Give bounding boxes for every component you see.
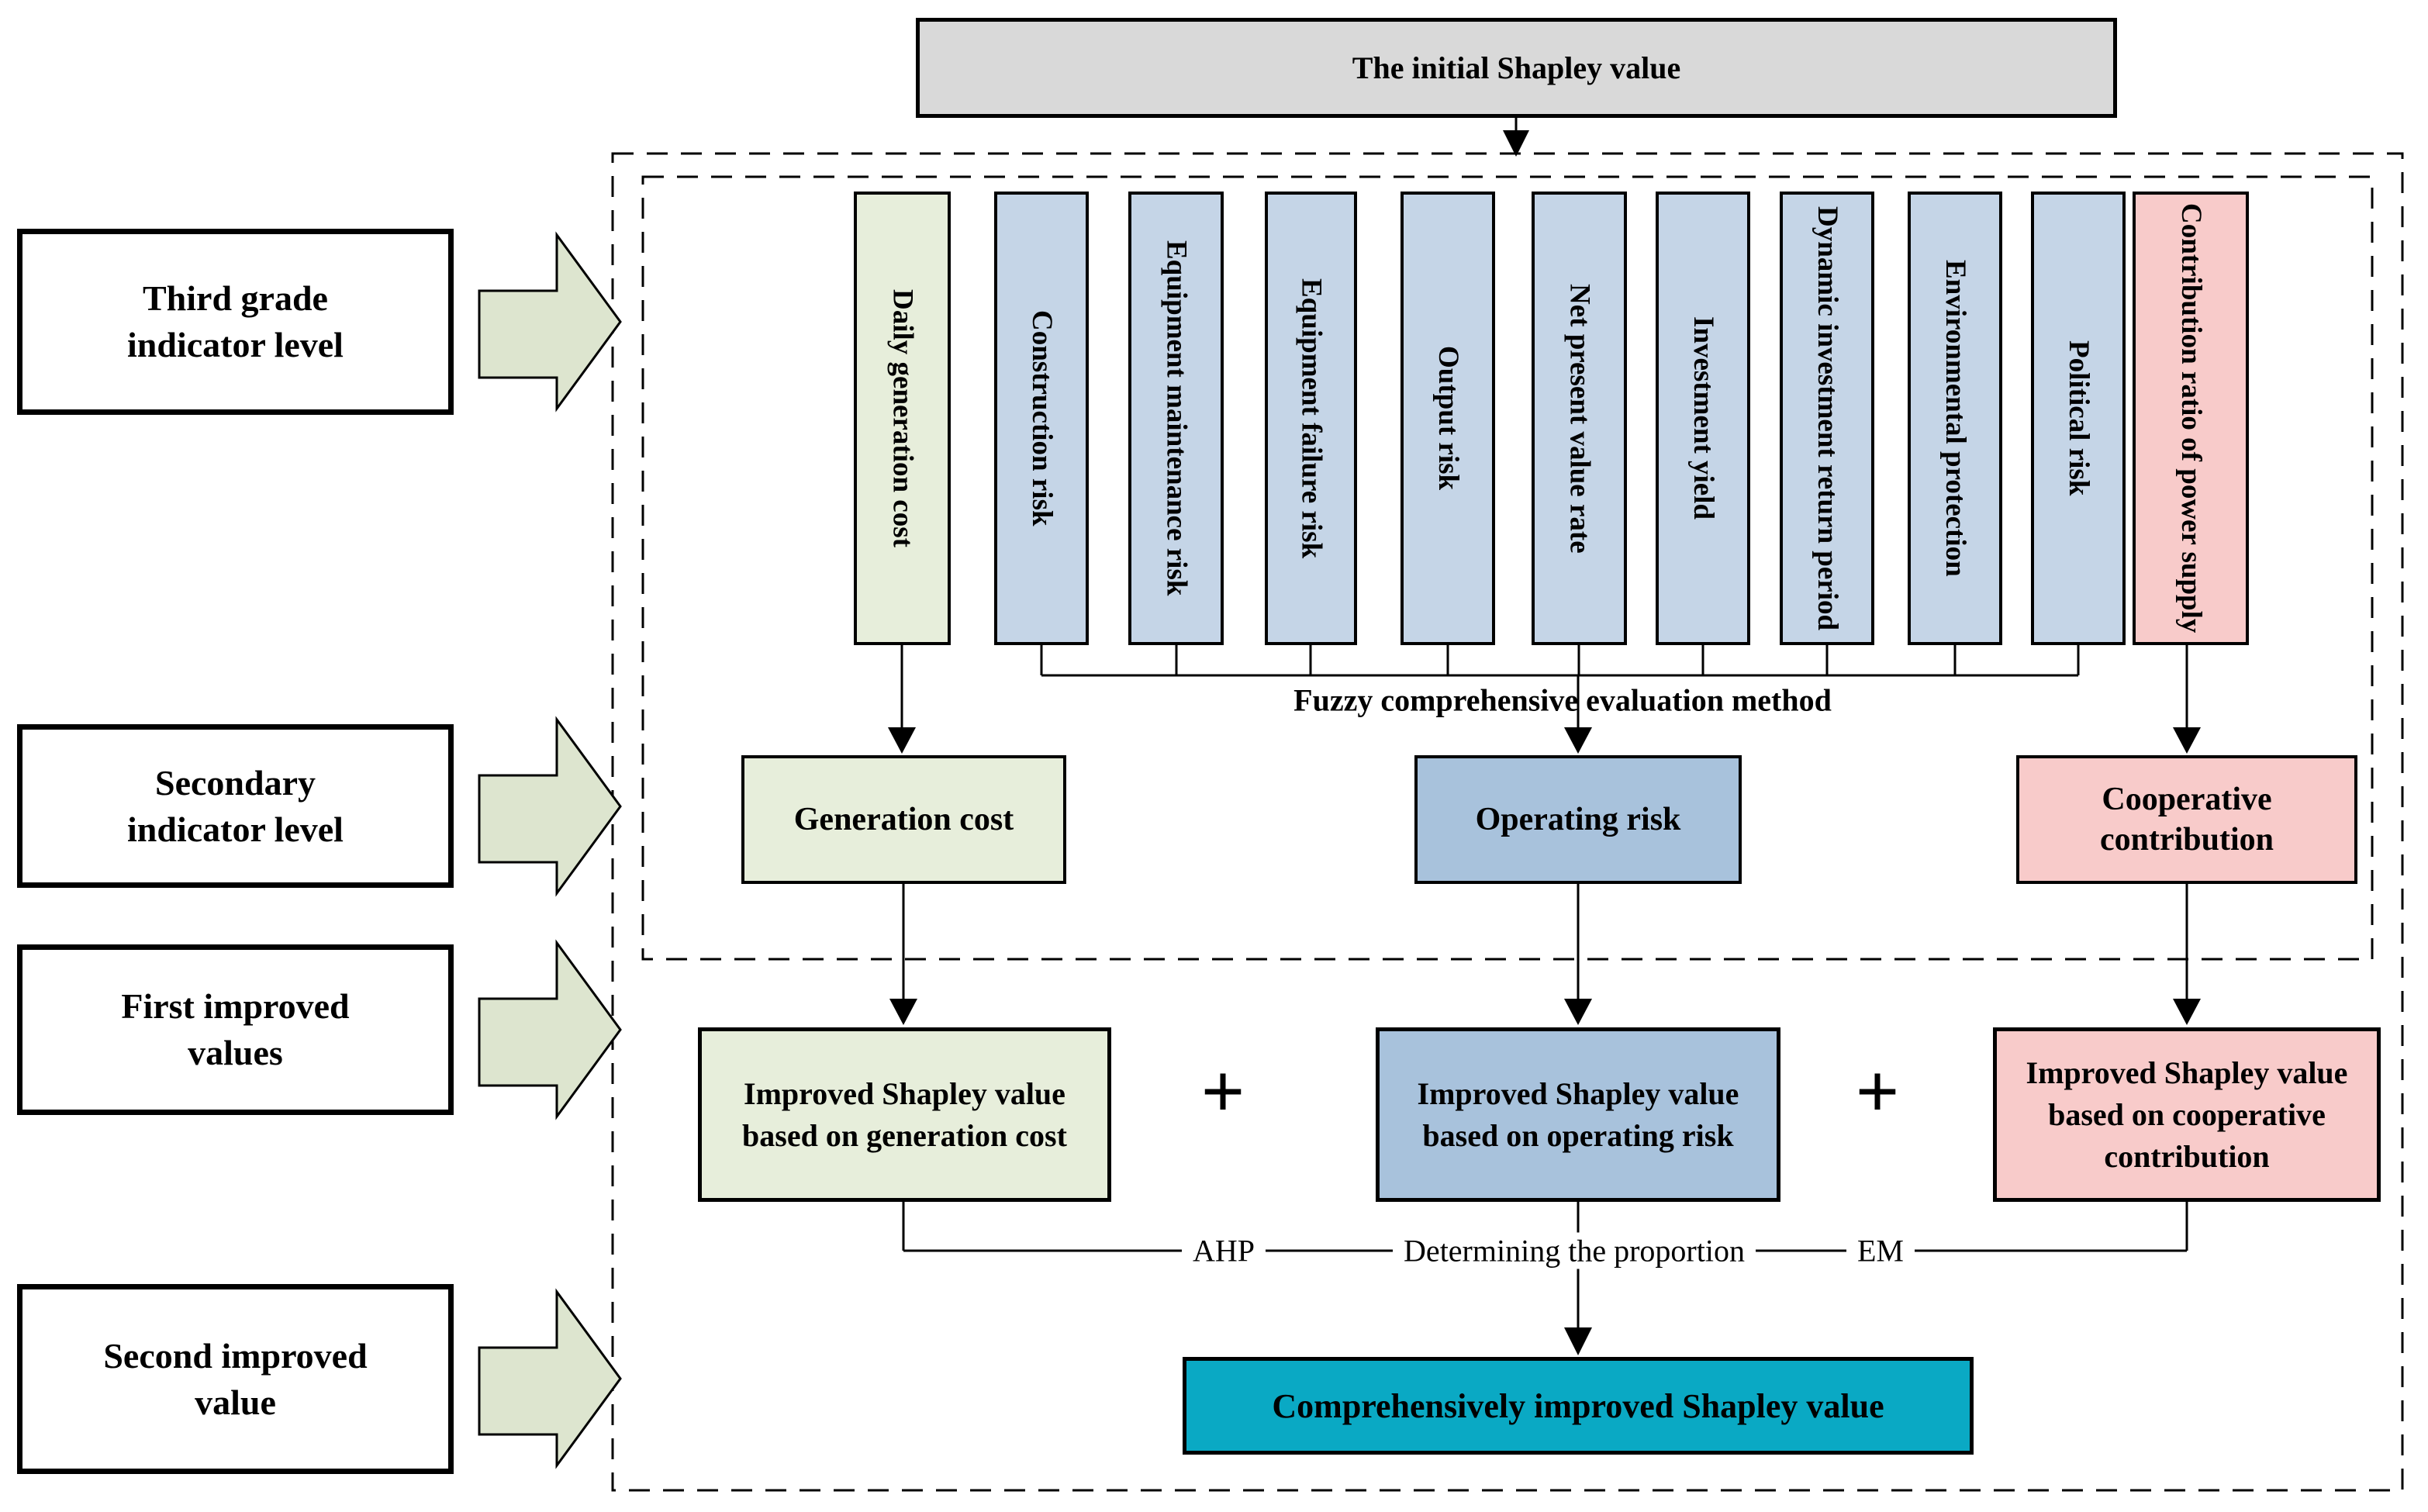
improved-operating-label: Improved Shapley value based on operatin… (1417, 1075, 1739, 1153)
indicator-environmental-protection: Environmental protection (1908, 192, 2002, 645)
indicator-label: Political risk (2062, 340, 2095, 496)
indicator-investment-yield: Investment yield (1656, 192, 1750, 645)
indicator-net-present-value-rate: Net present value rate (1532, 192, 1627, 645)
indicator-output-risk: Output risk (1401, 192, 1495, 645)
indicator-label: Daily generation cost (886, 289, 919, 547)
operating-risk-box: Operating risk (1414, 755, 1742, 884)
stage-label-second-improved: Second improved value (17, 1284, 454, 1474)
block-arrow-secondary (478, 716, 622, 897)
operating-improved-arrow-head (1564, 999, 1592, 1025)
fuzzy-method-label: Fuzzy comprehensive evaluation method (1293, 682, 1832, 718)
indicator-equipment-maintenance-risk: Equipment maintenance risk (1128, 192, 1224, 645)
em-label: EM (1846, 1232, 1915, 1269)
indicator-dynamic-investment-return-period: Dynamic investment return period (1780, 192, 1874, 645)
coop-improved-arrow-head (2173, 999, 2201, 1025)
indicator-label: Net present value rate (1563, 283, 1596, 554)
indicator-equipment-failure-risk: Equipment failure risk (1265, 192, 1357, 645)
indicator-label: Contribution ratio of power supply (2174, 203, 2207, 633)
determining-proportion-label: Determining the proportion (1393, 1232, 1756, 1269)
stage-label-third-grade: Third grade indicator level (17, 229, 454, 415)
final-arrow-head (1564, 1327, 1592, 1355)
indicator-label: Equipment maintenance risk (1160, 240, 1193, 596)
indicator-label: Output risk (1432, 346, 1464, 491)
initial-shapley-label: The initial Shapley value (1352, 50, 1681, 85)
indicator-label: Dynamic investment return period (1811, 205, 1843, 631)
stage-label-secondary: Secondary indicator level (17, 724, 454, 888)
indicator-label: Environmental protection (1939, 260, 1971, 577)
cooperative-contribution-label: Cooperative contribution (2099, 781, 2274, 858)
gen-improved-arrow-head (889, 999, 917, 1025)
generation-cost-label: Generation cost (793, 801, 1014, 837)
improved-generation-box: Improved Shapley value based on generati… (698, 1027, 1111, 1202)
indicator-construction-risk: Construction risk (994, 192, 1089, 645)
coop-col-arrow-head (2173, 727, 2201, 754)
operating-risk-label: Operating risk (1475, 801, 1681, 837)
plus-sign-1: + (1200, 1048, 1245, 1134)
improved-generation-label: Improved Shapley value based on generati… (742, 1075, 1067, 1153)
inner-dashed-frame (641, 175, 2374, 961)
indicator-label: Equipment failure risk (1295, 278, 1328, 559)
top-arrow-head (1503, 130, 1529, 157)
operating-col-arrow-head (1564, 727, 1592, 754)
indicator-political-risk: Political risk (2031, 192, 2126, 645)
indicator-label: Investment yield (1687, 316, 1719, 520)
block-arrow-first-improved (478, 939, 622, 1120)
comprehensive-shapley-box: Comprehensively improved Shapley value (1183, 1357, 1974, 1455)
indicator-label: Construction risk (1025, 310, 1058, 526)
indicator-daily-generation-cost: Daily generation cost (854, 192, 951, 645)
initial-shapley-box: The initial Shapley value (916, 18, 2117, 118)
ahp-label: AHP (1181, 1232, 1266, 1269)
plus-sign-2: + (1855, 1048, 1900, 1134)
improved-cooperative-label: Improved Shapley value based on cooperat… (2026, 1055, 2348, 1174)
block-arrow-second-improved (478, 1288, 622, 1469)
cooperative-contribution-box: Cooperative contribution (2016, 755, 2357, 884)
block-arrow-third-grade (478, 231, 622, 413)
stage-label-first-improved: First improved values (17, 944, 454, 1115)
generation-cost-box: Generation cost (741, 755, 1066, 884)
gen-col-arrow-head (888, 727, 916, 754)
improved-cooperative-box: Improved Shapley value based on cooperat… (1993, 1027, 2381, 1202)
improved-operating-box: Improved Shapley value based on operatin… (1376, 1027, 1780, 1202)
indicator-contribution-ratio-power-supply: Contribution ratio of power supply (2133, 192, 2249, 645)
comprehensive-shapley-label: Comprehensively improved Shapley value (1272, 1386, 1884, 1425)
outer-dashed-frame (611, 152, 2404, 1492)
